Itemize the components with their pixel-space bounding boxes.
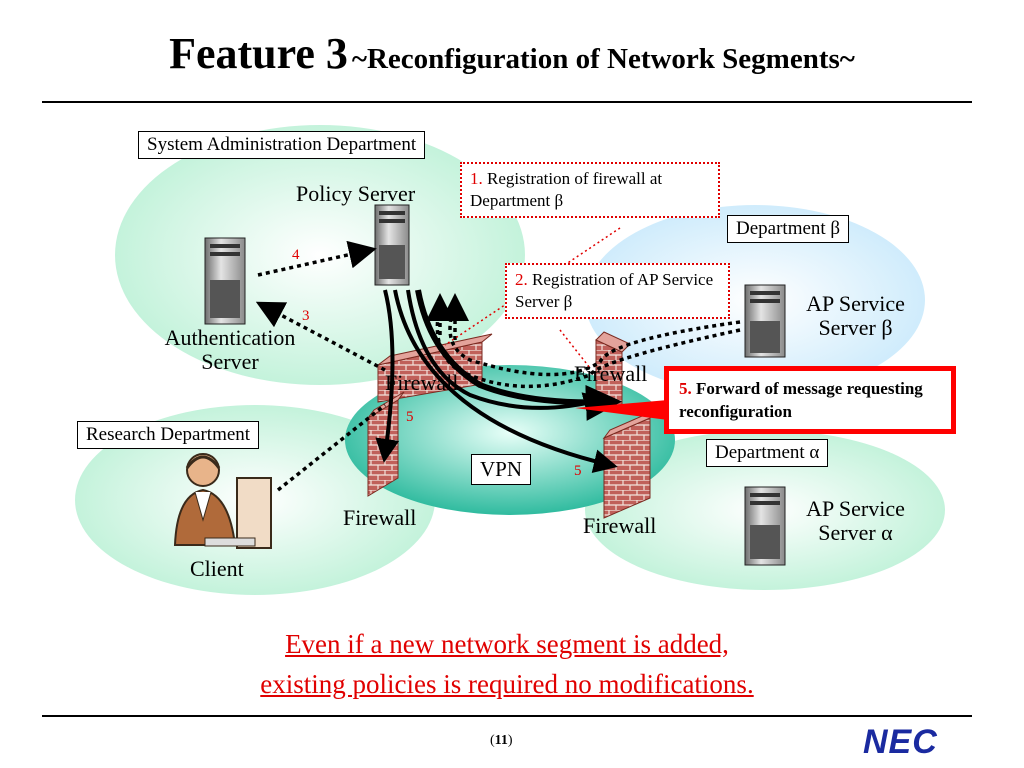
flow-5-red-arrow [415, 289, 622, 421]
flow-client-arrow [276, 403, 387, 492]
callout-1-text: Registration of firewall at Department β [470, 169, 663, 210]
conclusion-text: Even if a new network segment is added, … [0, 624, 1014, 704]
step-5a-number: 5 [406, 409, 414, 425]
flow-5-bottom-arrow [393, 289, 618, 473]
title-main: Feature 3 [169, 29, 348, 78]
callout-5-number: 5. [679, 379, 692, 398]
ap-beta-label-line1: AP Service [806, 291, 905, 316]
bottom-divider [42, 715, 972, 717]
step-3-number: 3 [302, 308, 310, 324]
callout-2-text: Registration of AP Service Server β [515, 270, 714, 311]
callout-2-number: 2. [515, 270, 528, 289]
ap-alpha-label-line1: AP Service [806, 496, 905, 521]
page-title: Feature 3 ~Reconfiguration of Network Se… [0, 28, 1024, 79]
policy-server-icon [374, 204, 410, 286]
vpn-box: VPN [471, 454, 532, 485]
policy-server-label: Policy Server [296, 181, 416, 206]
client-person-icon [173, 453, 272, 549]
page-number: (11) [490, 733, 513, 749]
ap-beta-label-line2: Server β [818, 315, 893, 340]
top-divider [42, 101, 972, 103]
nec-logo: NEC [863, 723, 938, 761]
title-subtitle: ~Reconfiguration of Network Segments~ [351, 43, 855, 75]
ap-server-beta-icon [744, 284, 786, 358]
flow-3-arrow [255, 301, 386, 372]
flow-5-left-arrow [375, 289, 400, 463]
ap-server-beta-label: AP Service Server β [788, 292, 923, 340]
firewall-top-right-label: Firewall [574, 362, 648, 386]
flow-5-beta-arrow [406, 289, 608, 416]
dept-beta-box: Department β [727, 215, 850, 243]
page-number-close: ) [507, 733, 513, 748]
ap-alpha-label-line2: Server α [818, 520, 893, 545]
step-4-number: 4 [292, 247, 300, 263]
flow-beta-registration-2 [435, 304, 741, 389]
callout-2-leader [559, 329, 591, 369]
callout-5-text: Forward of message requesting reconfigur… [679, 379, 923, 421]
page-number-value: 11 [494, 733, 508, 748]
conclusion-line-2: existing policies is required no modific… [260, 669, 754, 699]
auth-server-label-line2: Server [201, 349, 259, 374]
ap-server-alpha-label: AP Service Server α [788, 497, 923, 545]
auth-server-label-line1: Authentication [164, 325, 296, 350]
research-dept-box: Research Department [77, 421, 260, 449]
flow-beta-registration [448, 304, 741, 377]
callout-step-2: 2. Registration of AP Service Server β [505, 263, 730, 319]
sysadmin-dept-box: System Administration Department [138, 131, 426, 159]
firewall-bottom-right-icon [602, 408, 658, 519]
firewall-bottom-left-label: Firewall [343, 505, 417, 530]
callout-step-1: 1. Registration of firewall at Departmen… [460, 162, 720, 218]
dept-alpha-box: Department α [706, 439, 829, 467]
flow-4-arrow [257, 240, 377, 277]
client-label: Client [190, 556, 244, 581]
callout-5-pointer [575, 400, 668, 420]
callout-step-5: 5. Forward of message requesting reconfi… [664, 366, 956, 434]
auth-server-icon [204, 237, 246, 325]
ap-server-alpha-icon [744, 486, 786, 566]
firewall-top-left-label: Firewall [385, 370, 459, 395]
page-number-open: ( [490, 733, 495, 748]
auth-server-label: Authentication Server [140, 326, 320, 374]
step-5b-number: 5 [574, 463, 582, 479]
firewall-bottom-right-label: Firewall [583, 513, 657, 538]
conclusion-line-1: Even if a new network segment is added, [285, 629, 729, 659]
callout-1-number: 1. [470, 169, 483, 188]
